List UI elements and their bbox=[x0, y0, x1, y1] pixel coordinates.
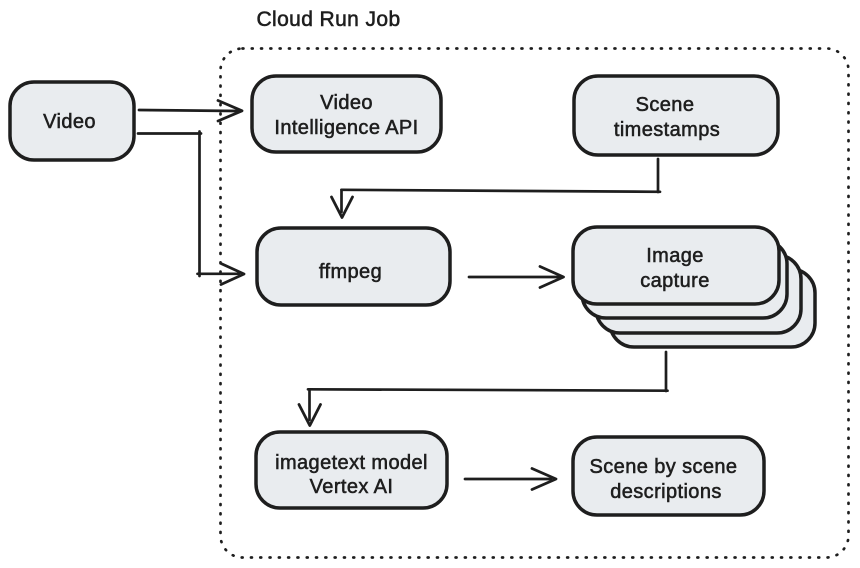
svg-text:Video: Video bbox=[320, 92, 373, 114]
svg-text:descriptions: descriptions bbox=[610, 481, 722, 503]
svg-text:Image: Image bbox=[646, 245, 704, 267]
svg-text:Scene: Scene bbox=[636, 94, 695, 116]
svg-text:Vertex AI: Vertex AI bbox=[310, 476, 394, 498]
svg-text:imagetext model: imagetext model bbox=[275, 452, 428, 474]
svg-text:Scene by scene: Scene by scene bbox=[590, 456, 738, 478]
svg-text:Cloud Run Job: Cloud Run Job bbox=[256, 8, 400, 31]
svg-text:Video: Video bbox=[43, 111, 96, 133]
svg-text:timestamps: timestamps bbox=[614, 119, 720, 141]
svg-text:capture: capture bbox=[640, 270, 710, 292]
svg-text:Intelligence API: Intelligence API bbox=[274, 117, 418, 139]
svg-text:ffmpeg: ffmpeg bbox=[319, 261, 382, 283]
